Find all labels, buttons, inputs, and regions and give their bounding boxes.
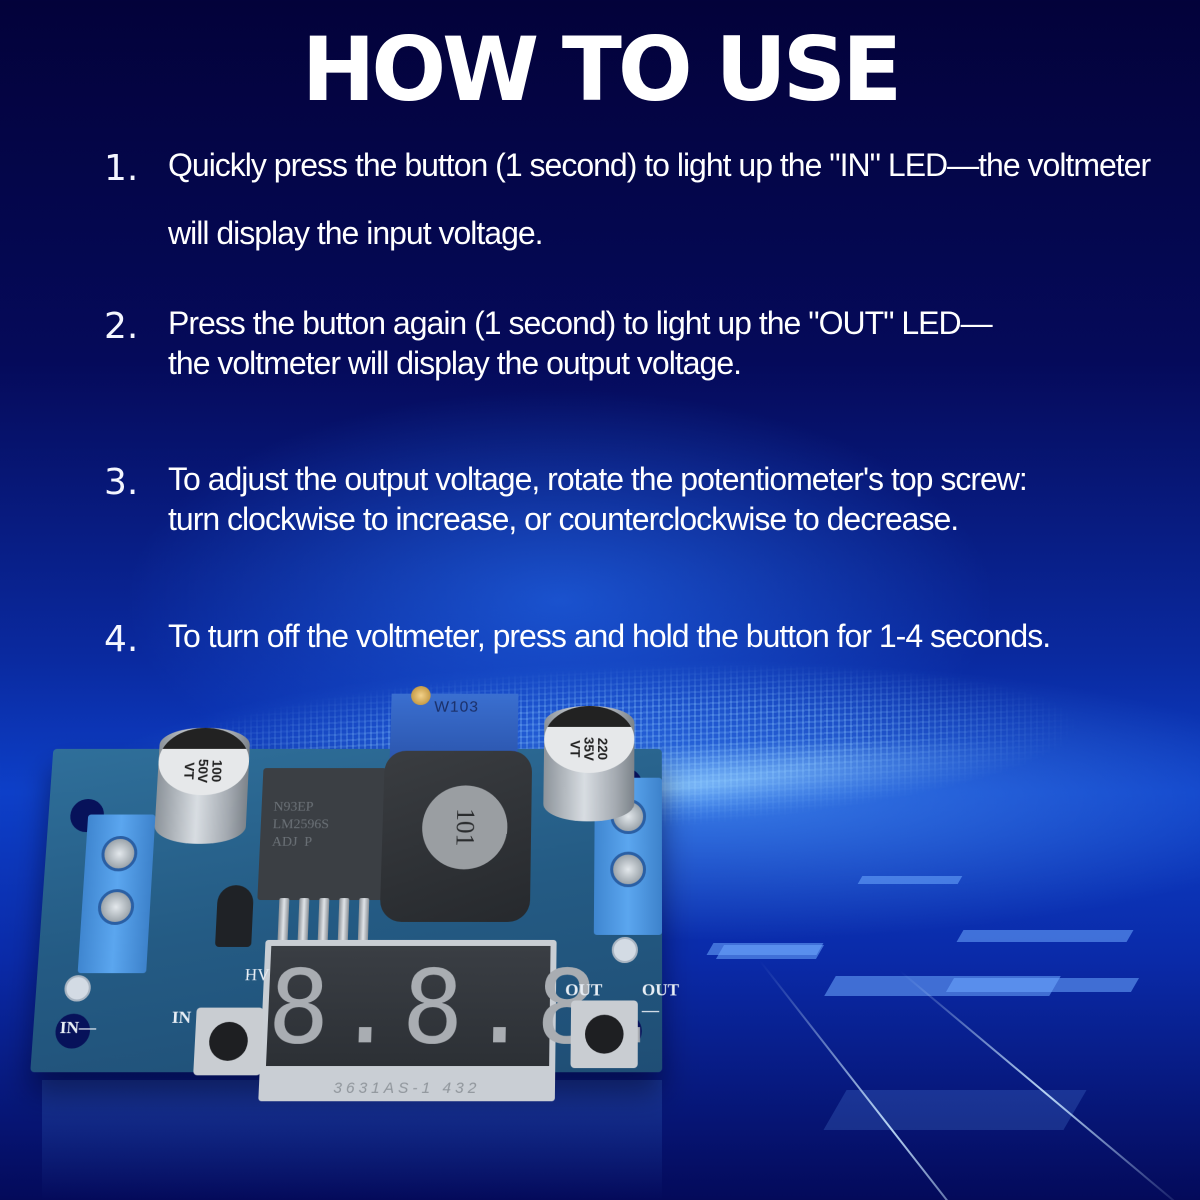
floor-tile xyxy=(824,976,1061,996)
floor-tile xyxy=(956,930,1134,942)
floor-tile xyxy=(706,943,824,955)
instruction-step-1: 1. Quickly press the button (1 second) t… xyxy=(104,145,1160,267)
step-number: 4. xyxy=(104,619,139,660)
floor-tile xyxy=(945,978,1140,992)
silk-label-hv: HV xyxy=(244,965,271,985)
step-text: To turn off the voltmeter, press and hol… xyxy=(168,618,1051,654)
instruction-step-4: 4. To turn off the voltmeter, press and … xyxy=(104,616,1160,660)
in-select-button[interactable] xyxy=(193,1007,264,1076)
solder-pad xyxy=(63,975,92,1002)
seven-segment-digits: 8.8.8. xyxy=(265,947,671,1068)
step-number: 1. xyxy=(104,148,139,189)
step-text: Press the button again (1 second) to lig… xyxy=(168,305,993,381)
silk-label-out-minus: OUT— xyxy=(641,980,680,1020)
step-number: 3. xyxy=(104,462,139,503)
step-text: Quickly press the button (1 second) to l… xyxy=(168,147,1151,251)
chip-marking: N93EP LM2596S ADJ P xyxy=(271,799,330,850)
input-capacitor: 100 50V VT xyxy=(153,727,251,844)
out-select-button[interactable] xyxy=(570,1000,638,1069)
input-terminal-block xyxy=(77,814,156,974)
step-text: To adjust the output voltage, rotate the… xyxy=(168,461,1028,537)
floor-tile xyxy=(823,1090,1087,1130)
buck-converter-board: 100 50V VT 220 35V VT N93EP LM2596S ADJ … xyxy=(30,686,679,1102)
potentiometer-label: W103 xyxy=(434,699,480,716)
capacitor-label: 220 35V VT xyxy=(567,736,611,761)
display-model-number: 3631AS-1 432 xyxy=(333,1079,481,1098)
inductor: 101 xyxy=(379,750,533,922)
terminal-screw-icon xyxy=(96,889,136,925)
transistor xyxy=(214,885,255,947)
light-beam xyxy=(759,960,1020,1200)
output-capacitor: 220 35V VT xyxy=(543,705,635,822)
adjust-screw-icon[interactable] xyxy=(410,686,431,706)
instruction-step-3: 3. To adjust the output voltage, rotate … xyxy=(104,459,1160,539)
light-beam xyxy=(899,970,1192,1200)
floor-tile xyxy=(857,876,963,884)
lm2596-regulator-chip: N93EP LM2596S ADJ P xyxy=(257,768,387,971)
capacitor-label: 100 50V VT xyxy=(181,758,226,783)
terminal-screw-icon xyxy=(100,835,139,872)
floor-tile xyxy=(715,945,825,959)
silk-label-in-minus: IN— xyxy=(59,1017,97,1038)
instruction-step-2: 2. Press the button again (1 second) to … xyxy=(104,303,1160,383)
terminal-screw-icon xyxy=(610,851,647,888)
page-title: HOW TO USE xyxy=(301,18,903,121)
step-number: 2. xyxy=(104,306,139,347)
voltmeter-display: 8.8.8. 3631AS-1 432 xyxy=(258,939,671,1102)
inductor-label: 101 xyxy=(421,785,509,870)
silk-label-out: OUT xyxy=(565,980,603,1000)
silk-label-in: IN xyxy=(171,1007,192,1027)
